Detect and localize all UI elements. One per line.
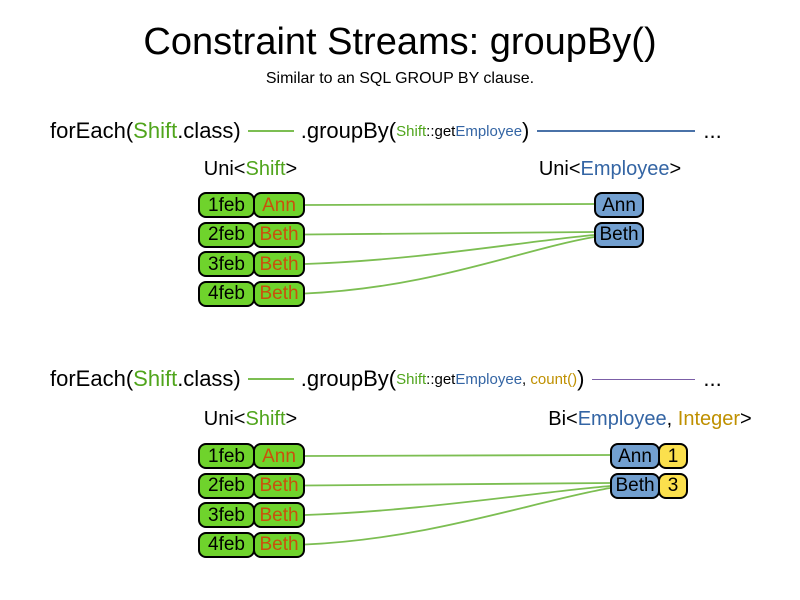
- arg-accessor-text: ::get: [426, 122, 456, 140]
- foreach-close-text: .class): [177, 366, 241, 391]
- shift-employee-box: Ann: [253, 443, 305, 469]
- wire-s1-ann: [304, 203, 595, 206]
- stream-connector-blue: [537, 130, 696, 132]
- shift-employee-box: Beth: [253, 280, 305, 307]
- employee-box: Beth: [594, 221, 644, 248]
- employee-box: Beth: [610, 472, 660, 499]
- type-param2: Integer: [677, 408, 741, 430]
- wire-s2-beth2: [304, 485, 611, 516]
- count-box: 1: [658, 443, 688, 469]
- wire-s2-beth1: [304, 482, 611, 487]
- groupby-open-text: .groupBy(: [300, 366, 397, 391]
- wire-s1-beth2: [304, 234, 595, 265]
- ellipsis-text: ...: [703, 366, 722, 391]
- shift-date-box: 3feb: [198, 502, 255, 528]
- groupby-close-text: ): [522, 118, 530, 143]
- shift-date-box: 1feb: [198, 443, 255, 469]
- groupby-open-text: .groupBy(: [300, 118, 397, 143]
- employee-list-1: Ann Beth: [594, 192, 644, 248]
- employee-row: Ann: [594, 192, 644, 218]
- shift-class-text: Shift: [133, 118, 178, 143]
- shift-employee-box: Beth: [253, 472, 305, 499]
- arg-separator-text: ,: [522, 370, 531, 388]
- uni-employee-label: Uni<Employee>: [515, 158, 705, 181]
- shift-date-box: 2feb: [198, 221, 255, 248]
- stream-connector-green: [247, 130, 294, 132]
- type-sep: ,: [666, 408, 678, 430]
- page-title: Constraint Streams: groupBy(): [143, 21, 657, 63]
- arg-type-text: Employee: [455, 122, 523, 140]
- type-param: Shift: [245, 158, 286, 180]
- code-line-2: forEach(Shift.class) .groupBy(Shift::get…: [50, 364, 722, 394]
- uni-shift-label-1: Uni<Shift>: [193, 158, 308, 181]
- arg-type-text: Employee: [455, 370, 523, 388]
- shift-class-text: Shift: [133, 366, 178, 391]
- arg-class-text: Shift: [396, 122, 427, 140]
- shift-employee-box: Beth: [253, 502, 305, 528]
- arg-class-text: Shift: [396, 370, 427, 388]
- stream-connector-green: [247, 378, 294, 380]
- groupby-close-text: ): [577, 366, 585, 391]
- shift-employee-box: Beth: [253, 251, 305, 277]
- shift-date-box: 3feb: [198, 251, 255, 277]
- shift-date-box: 1feb: [198, 192, 255, 218]
- wire-s2-ann: [304, 454, 611, 457]
- shift-employee-box: Beth: [253, 221, 305, 248]
- type-pre: Uni<: [538, 158, 581, 180]
- bi-employee-integer-label: Bi<Employee, Integer>: [535, 408, 765, 431]
- type-post: >: [669, 158, 682, 180]
- arg-accessor-text: ::get: [426, 370, 456, 388]
- ellipsis-text: ...: [703, 118, 722, 143]
- type-param: Shift: [245, 408, 286, 430]
- shift-employee-box: Beth: [253, 531, 305, 558]
- shift-date-box: 4feb: [198, 280, 255, 307]
- count-box: 3: [658, 472, 688, 499]
- employee-row: Beth: [594, 221, 644, 248]
- type-param1: Employee: [577, 408, 667, 430]
- employee-box: Ann: [610, 443, 660, 469]
- foreach-open-text: forEach(: [50, 118, 134, 143]
- shift-date-box: 2feb: [198, 472, 255, 499]
- uni-shift-label-2: Uni<Shift>: [193, 408, 308, 431]
- type-post: >: [285, 408, 298, 430]
- type-post: >: [740, 408, 752, 430]
- stream-connector-purple: [592, 378, 696, 380]
- type-pre: Bi<: [548, 408, 578, 430]
- wire-s1-beth3: [304, 236, 595, 295]
- wire-s1-beth1: [304, 231, 595, 236]
- foreach-close-text: .class): [177, 118, 241, 143]
- type-post: >: [285, 158, 298, 180]
- type-pre: Uni<: [203, 158, 246, 180]
- wire-s2-beth3: [304, 487, 611, 546]
- shift-date-box: 4feb: [198, 531, 255, 558]
- type-pre: Uni<: [203, 408, 246, 430]
- page-subtitle: Similar to an SQL GROUP BY clause.: [265, 70, 535, 87]
- foreach-open-text: forEach(: [50, 366, 134, 391]
- code-line-1: forEach(Shift.class) .groupBy(Shift::get…: [50, 116, 722, 146]
- count-collector-text: count(): [530, 370, 578, 388]
- employee-box: Ann: [594, 192, 644, 218]
- type-param: Employee: [580, 158, 670, 180]
- shift-employee-box: Ann: [253, 192, 305, 218]
